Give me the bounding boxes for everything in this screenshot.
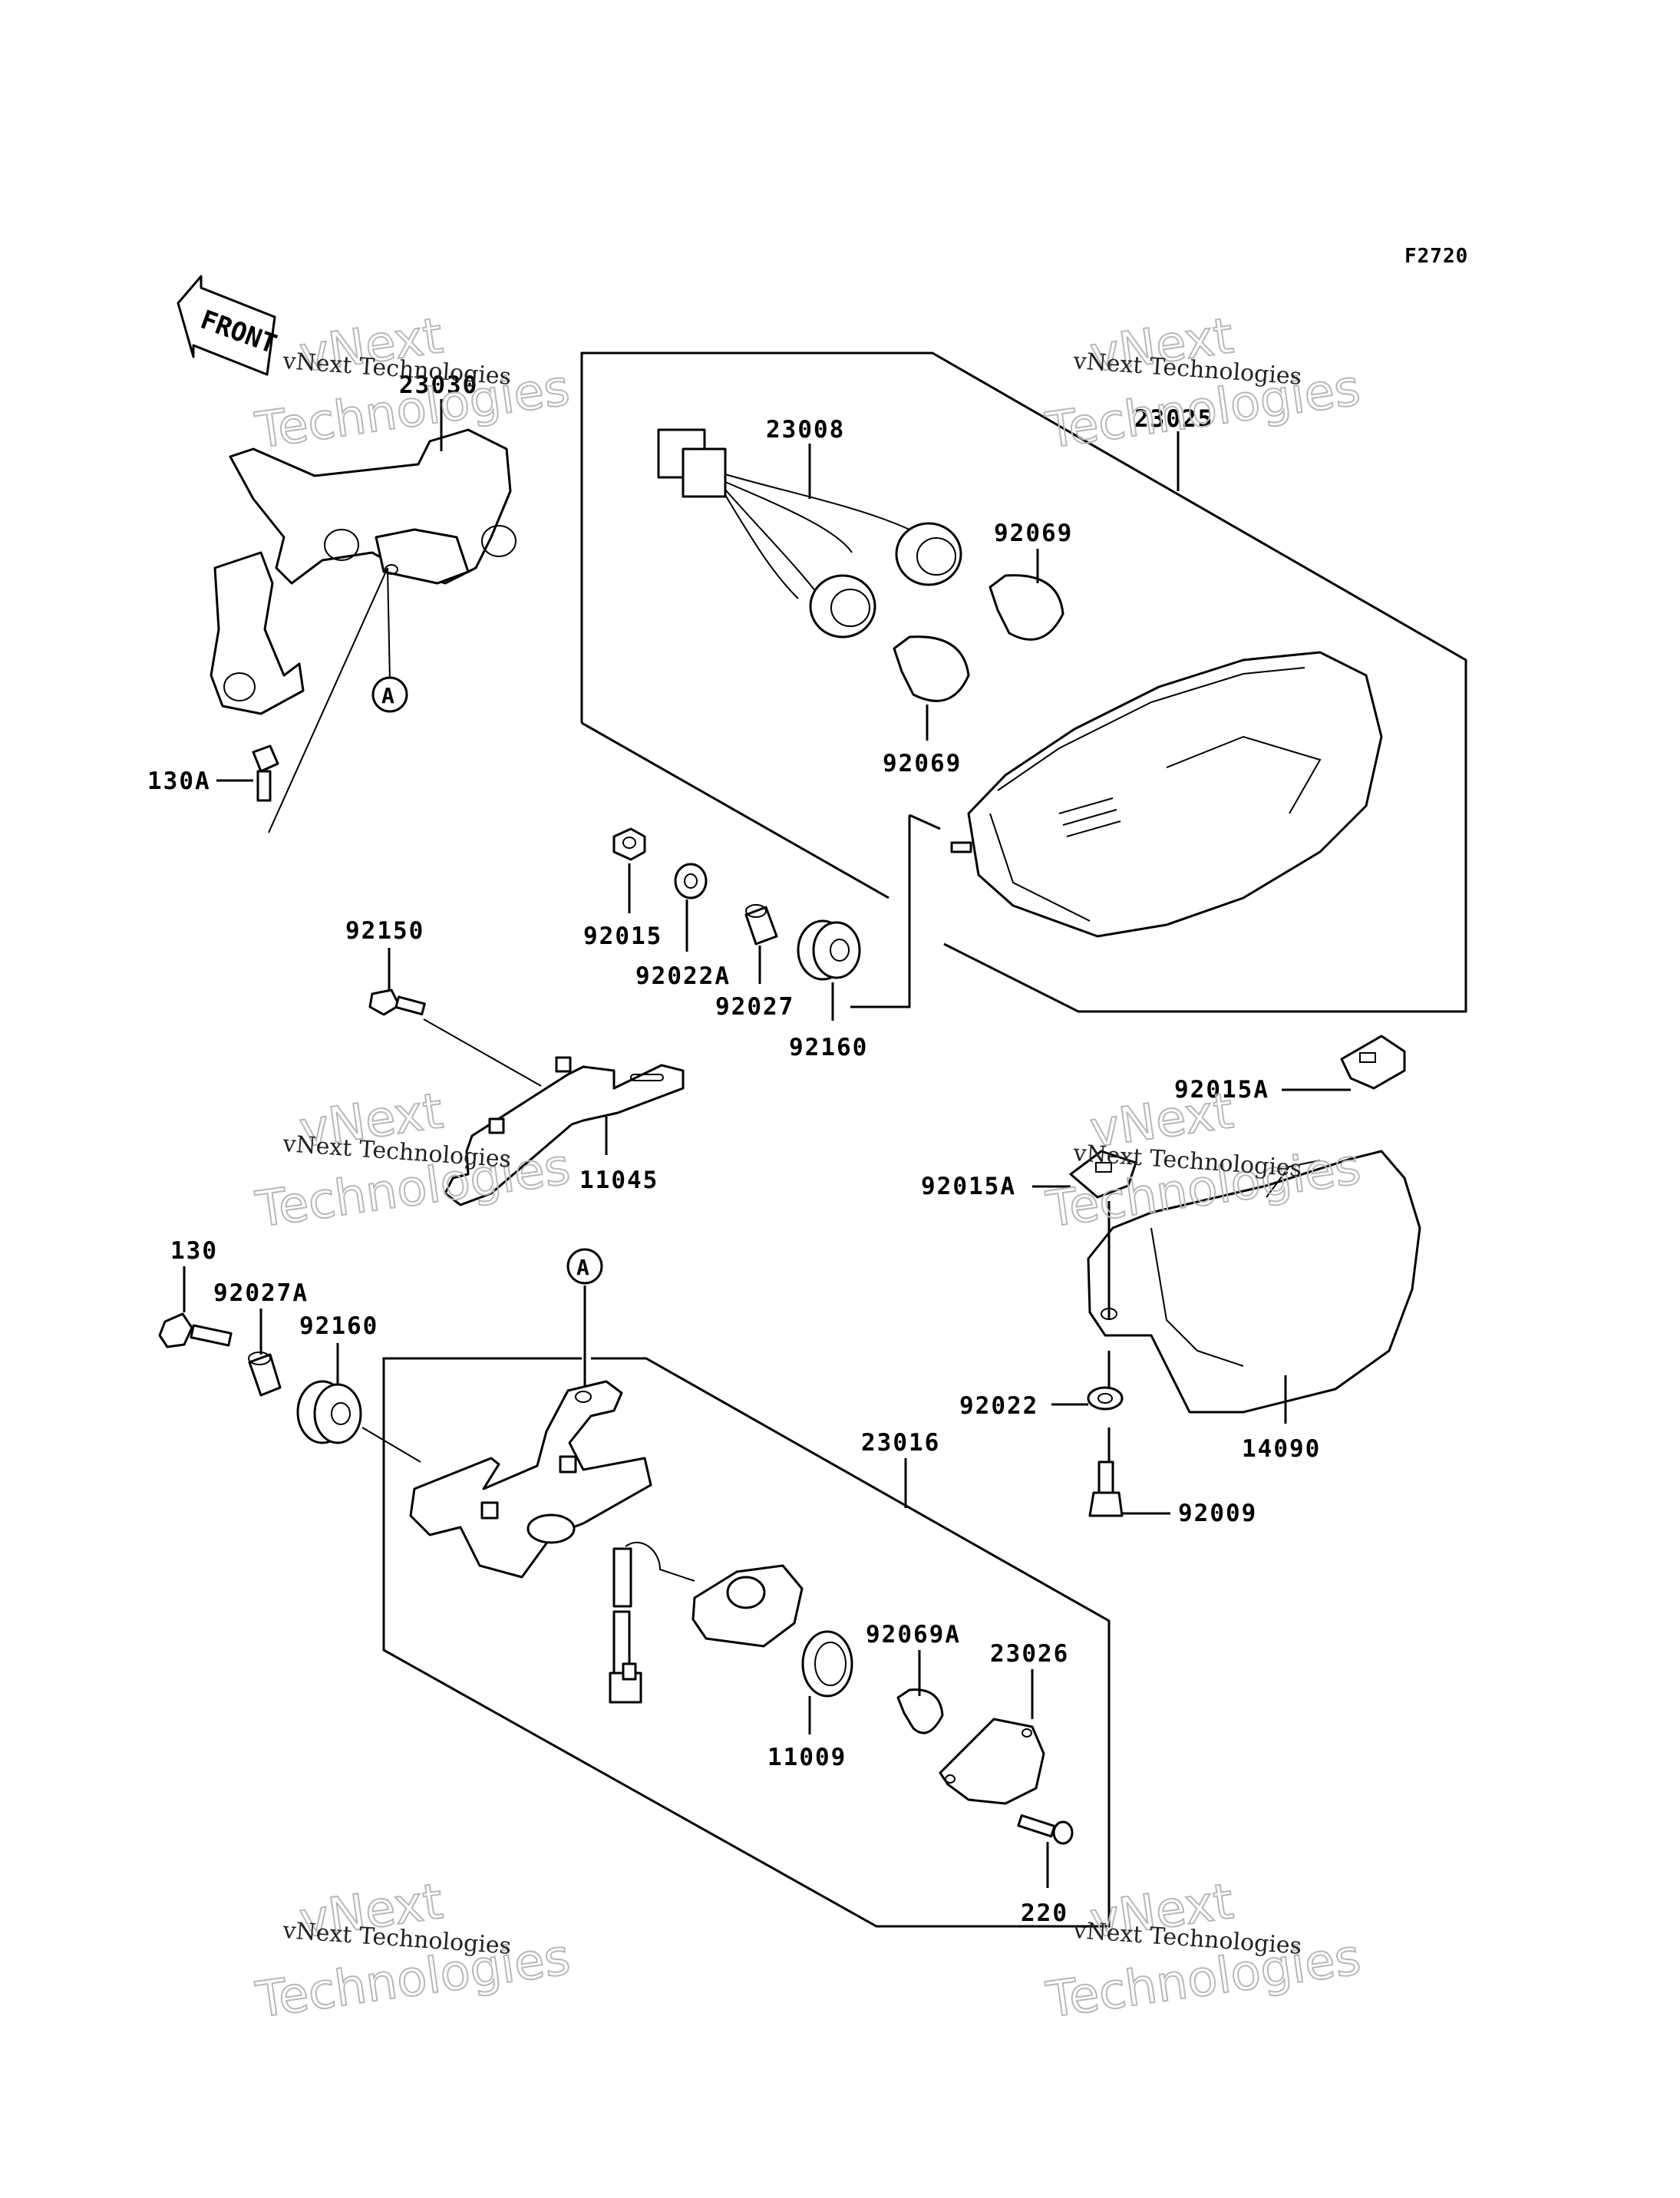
washer-92022A <box>674 863 708 899</box>
label-220: 220 <box>1021 1899 1068 1927</box>
callout-a-bottom-label: A <box>576 1255 589 1280</box>
label-23016: 23016 <box>861 1429 940 1457</box>
bulb-92069-top <box>989 574 1064 641</box>
nut-92015A-top <box>1340 1035 1406 1090</box>
label-23025: 23025 <box>1134 405 1213 433</box>
bolt-92009 <box>1088 1460 1124 1517</box>
harness-23008 <box>657 428 962 639</box>
callout-a-top-label: A <box>381 683 394 708</box>
label-130: 130 <box>170 1237 218 1265</box>
nut-92015A-mid <box>1069 1150 1137 1199</box>
label-92009: 92009 <box>1178 1500 1257 1527</box>
callout-a-top <box>371 676 408 713</box>
bracket-23016 <box>409 1380 652 1579</box>
bolt-130A <box>252 744 279 802</box>
label-92027A: 92027A <box>213 1279 309 1307</box>
label-92069-bottom: 92069 <box>883 750 962 777</box>
label-92027: 92027 <box>715 993 794 1021</box>
bolt-130 <box>158 1312 233 1348</box>
label-92015A-top: 92015A <box>1174 1076 1269 1104</box>
grommet-92160-top <box>797 919 861 981</box>
label-23026: 23026 <box>990 1640 1069 1668</box>
callout-a-bottom <box>566 1248 603 1285</box>
washer-92022 <box>1087 1386 1124 1411</box>
bracket-23030 <box>210 428 517 715</box>
lens-23026 <box>939 1718 1045 1805</box>
label-92015: 92015 <box>583 922 662 950</box>
label-92069-top: 92069 <box>994 520 1073 547</box>
collar-92027A <box>248 1351 282 1397</box>
bolt-92150 <box>368 988 426 1016</box>
label-14090: 14090 <box>1242 1435 1321 1463</box>
label-92160-bottom: 92160 <box>299 1312 378 1340</box>
bracket-11045 <box>444 1056 685 1206</box>
label-92069A: 92069A <box>866 1621 961 1648</box>
figure-code: F2720 <box>1404 245 1468 268</box>
collar-92027 <box>744 904 778 946</box>
label-92015A-mid: 92015A <box>921 1173 1016 1200</box>
front-arrow-icon: FRONT <box>177 275 281 376</box>
ring-11009 <box>801 1630 853 1698</box>
bulb-92069A <box>896 1688 944 1734</box>
label-11045: 11045 <box>579 1167 658 1194</box>
nut-92015 <box>612 827 646 861</box>
label-130A: 130A <box>147 767 211 795</box>
grommet-92160-bottom <box>296 1380 362 1444</box>
taillamp-23025 <box>950 651 1383 938</box>
bulb-92069-bottom <box>893 635 970 702</box>
label-92150: 92150 <box>345 917 424 945</box>
socket-wire <box>609 1541 804 1704</box>
reflector-14090 <box>1087 1150 1421 1414</box>
label-92022: 92022 <box>959 1392 1038 1420</box>
label-23030: 23030 <box>399 371 478 399</box>
label-92160-top: 92160 <box>789 1034 868 1061</box>
screw-220 <box>1017 1814 1074 1845</box>
label-92022A: 92022A <box>635 962 731 990</box>
label-23008: 23008 <box>766 416 845 444</box>
label-11009: 11009 <box>767 1744 847 1771</box>
